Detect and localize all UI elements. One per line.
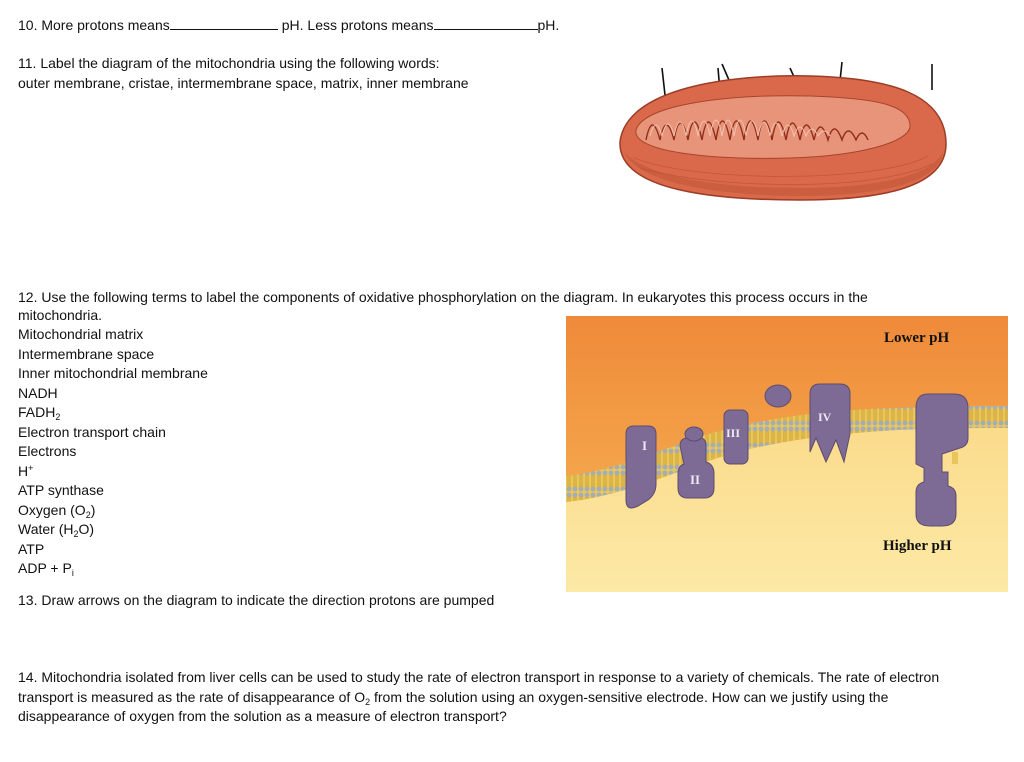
etc-illustration — [566, 316, 1008, 592]
question-14-line-2: transport is measured as the rate of dis… — [18, 688, 889, 707]
question-13: 13. Draw arrows on the diagram to indica… — [18, 592, 495, 608]
term-electron-transport-chain: Electron transport chain — [18, 424, 166, 440]
term-mitochondrial-matrix: Mitochondrial matrix — [18, 326, 144, 342]
term-atp-synthase: ATP synthase — [18, 482, 104, 498]
cristae — [645, 119, 869, 143]
term-oxygen: Oxygen (O2) — [18, 501, 95, 521]
higher-ph-label: Higher pH — [883, 538, 952, 554]
q10-text-1: 10. More protons means — [18, 17, 170, 33]
term-oxygen-base: Oxygen (O — [18, 502, 86, 518]
question-14-line-1: 14. Mitochondria isolated from liver cel… — [18, 669, 940, 685]
term-oxygen-close: ) — [90, 502, 96, 518]
term-water-subscript: 2 — [73, 529, 79, 539]
complex-iii-label: III — [726, 426, 741, 440]
term-atp: ATP — [18, 541, 45, 557]
q14-line-2-part-2: from the solution using an oxygen-sensit… — [370, 689, 889, 705]
term-h-plus: H+ — [18, 462, 33, 482]
complex-iv-shape — [809, 383, 851, 464]
term-h-superscript: + — [28, 463, 34, 473]
q10-text-3: pH. — [537, 17, 560, 33]
term-adp-pi: ADP + Pi — [18, 559, 74, 579]
term-fadh2: FADH2 — [18, 403, 60, 423]
q10-blank-2[interactable] — [433, 16, 538, 30]
term-water-close: O) — [78, 521, 95, 537]
atp-synthase-shape — [915, 393, 969, 527]
complex-i-label: I — [642, 438, 648, 453]
question-11-line-2: outer membrane, cristae, intermembrane s… — [18, 75, 469, 91]
oxidative-phosphorylation-diagram: Lower pH Higher pH I II III IV — [566, 316, 1008, 592]
complex-i-shape — [625, 425, 657, 509]
term-adp-subscript: i — [71, 568, 74, 578]
term-nadh: NADH — [18, 385, 58, 401]
question-10: 10. More protons means pH. Less protons m… — [18, 16, 559, 34]
lower-ph-label: Lower pH — [884, 330, 950, 346]
question-12-line-2: mitochondria. — [18, 307, 103, 323]
term-intermembrane-space: Intermembrane space — [18, 346, 155, 362]
question-12-line-1: 12. Use the following terms to label the… — [18, 289, 868, 305]
term-water-base: Water (H — [18, 521, 74, 537]
term-inner-mitochondrial-membrane: Inner mitochondrial membrane — [18, 365, 208, 381]
complex-iii-shape — [723, 409, 749, 465]
ubiquinone-shape — [684, 426, 704, 442]
q14-o2-subscript: 2 — [365, 697, 371, 707]
inner-membrane-band — [566, 406, 1008, 502]
cytochrome-c-shape — [764, 384, 792, 408]
q10-blank-1[interactable] — [169, 16, 278, 30]
term-h-base: H — [18, 463, 29, 479]
term-water: Water (H2O) — [18, 520, 94, 540]
complex-ii-label: II — [690, 472, 701, 487]
question-11-line-1: 11. Label the diagram of the mitochondri… — [18, 55, 440, 71]
term-oxygen-subscript: 2 — [85, 510, 91, 520]
mitochondrion-diagram — [619, 61, 947, 201]
term-fadh2-subscript: 2 — [55, 412, 61, 422]
q10-text-2: pH. Less protons means — [281, 17, 434, 33]
question-14-line-3: disappearance of oxygen from the solutio… — [18, 708, 507, 724]
complex-iv-label: IV — [818, 410, 832, 424]
term-fadh2-base: FADH — [18, 404, 56, 420]
q14-line-2-part-1: transport is measured as the rate of dis… — [18, 689, 366, 705]
term-adp-base: ADP + P — [18, 560, 72, 576]
term-electrons: Electrons — [18, 443, 77, 459]
